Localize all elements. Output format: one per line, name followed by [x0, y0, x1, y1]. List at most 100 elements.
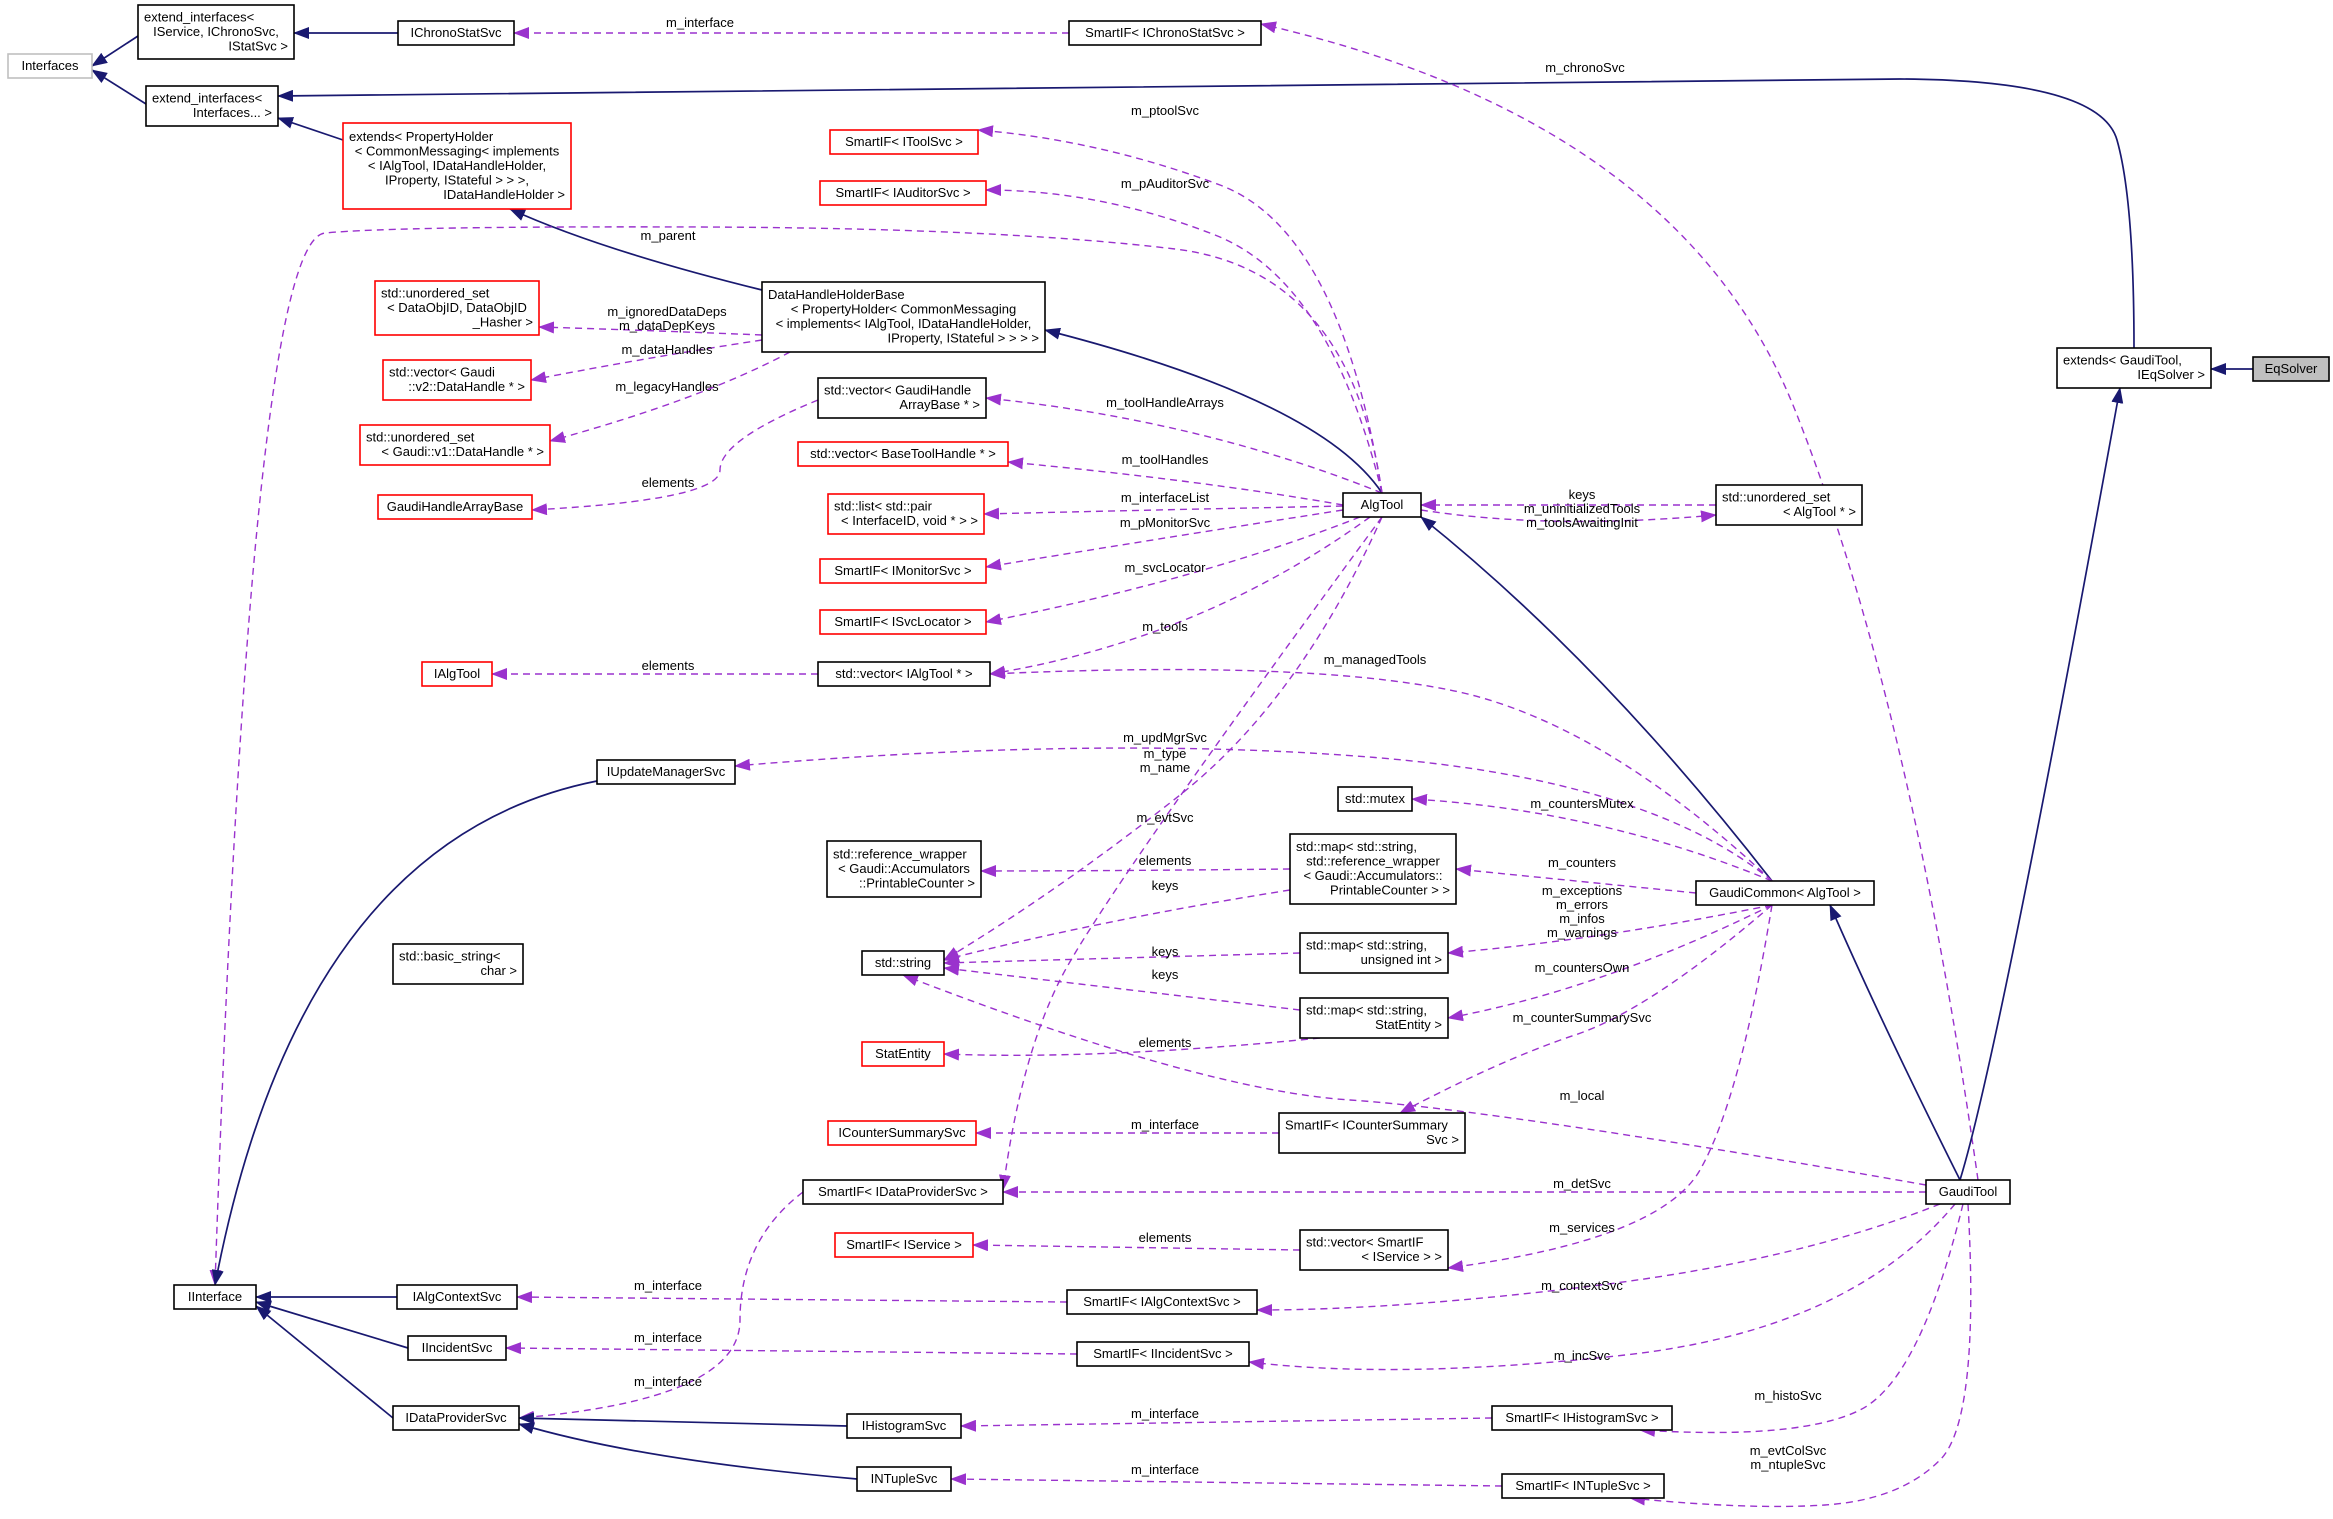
edge-label-m-dataHandles: m_dataHandles [621, 342, 713, 357]
edge-label-m-exceptions: m_exceptions [1542, 883, 1623, 898]
class-node-label: < PropertyHolder< CommonMessaging [791, 302, 1016, 317]
edge-label-m-tools: m_tools [1142, 619, 1188, 634]
class-node-label: < AlgTool * > [1783, 504, 1856, 519]
inheritance-edge-0 [91, 35, 139, 67]
class-node-smartif-imonitor[interactable]: SmartIF< IMonitorSvc > [819, 558, 987, 584]
class-node-ihisto[interactable]: IHistogramSvc [846, 1413, 962, 1439]
edge-label-elements-stat: elements [1139, 1035, 1192, 1050]
class-node-list-pair[interactable]: std::list< std::pair< InterfaceID, void … [827, 493, 985, 535]
class-node-vec-ialgtool[interactable]: std::vector< IAlgTool * > [817, 661, 991, 687]
class-node-map-uint[interactable]: std::map< std::string,unsigned int > [1299, 932, 1449, 974]
edge-label-m-updMgrSvc: m_updMgrSvc [1123, 730, 1207, 745]
class-node-vec-gha[interactable]: std::vector< GaudiHandleArrayBase * > [817, 377, 987, 419]
class-node-vec-datahandle-v2[interactable]: std::vector< Gaudi::v2::DataHandle * > [382, 359, 532, 401]
usage-edge-61 [950, 1473, 1503, 1487]
class-node-basic-string[interactable]: std::basic_string<char > [392, 943, 524, 985]
class-node-label: std::unordered_set [381, 285, 490, 300]
usage-edge-12 [538, 321, 763, 336]
class-node-label: EqSolver [2265, 361, 2318, 376]
class-node-stdstring[interactable]: std::string [861, 950, 945, 976]
inheritance-edge-29 [1829, 904, 1961, 1181]
class-node-refwrapper[interactable]: std::reference_wrapper< Gaudi::Accumulat… [826, 840, 982, 898]
class-node-interfaces[interactable]: Interfaces [7, 53, 93, 79]
class-node-stdmutex[interactable]: std::mutex [1337, 786, 1413, 812]
class-node-smartif-ichrono[interactable]: SmartIF< IChronoStatSvc > [1068, 20, 1262, 46]
class-node-label: char > [481, 963, 518, 978]
class-node-ichronostatsvc[interactable]: IChronoStatSvc [397, 20, 515, 46]
class-node-smartif-iincident[interactable]: SmartIF< IIncidentSvc > [1076, 1341, 1250, 1367]
class-node-label: StatEntity [875, 1046, 931, 1061]
nodes-layer: Interfaces extend_interfaces<IService, IC… [7, 4, 2330, 1499]
class-node-label: SmartIF< IAlgContextSvc > [1083, 1294, 1241, 1309]
class-node-smartif-isvcloc[interactable]: SmartIF< ISvcLocator > [819, 609, 987, 635]
edge-label-keys-algtool: m_toolsAwaitingInit [1526, 515, 1638, 530]
class-node-smartif-itoolsvc[interactable]: SmartIF< IToolSvc > [829, 129, 979, 155]
edge-label-m-exceptions: m_errors [1556, 897, 1609, 912]
class-node-vec-basetoolhandle[interactable]: std::vector< BaseToolHandle * > [797, 441, 1009, 467]
class-node-ext-interfaces[interactable]: extend_interfaces<Interfaces... > [145, 85, 279, 127]
class-node-smartif-icountersum[interactable]: SmartIF< ICounterSummarySvc > [1278, 1112, 1466, 1154]
class-node-iinterface[interactable]: IInterface [173, 1284, 257, 1310]
class-node-smartif-idataprov[interactable]: SmartIF< IDataProviderSvc > [802, 1179, 1004, 1205]
class-node-gaudihandlearraybase[interactable]: GaudiHandleArrayBase [377, 494, 533, 520]
class-node-iupdatemgr[interactable]: IUpdateManagerSvc [596, 759, 736, 785]
inheritance-edge-8 [1044, 327, 1383, 494]
edge-label-m-interface-counter: m_interface [1131, 1117, 1199, 1132]
class-node-label: SmartIF< IChronoStatSvc > [1085, 25, 1245, 40]
class-node-smartif-ihisto[interactable]: SmartIF< IHistogramSvc > [1491, 1405, 1673, 1431]
class-node-eqsolver[interactable]: EqSolver [2252, 356, 2330, 382]
usage-edge-60 [1639, 1203, 1964, 1437]
class-node-label: Svc > [1426, 1132, 1459, 1147]
usage-edge-34 [1411, 793, 1773, 882]
edge-label-m-contextSvc: m_contextSvc [1541, 1278, 1623, 1293]
class-node-algtool[interactable]: AlgTool [1342, 492, 1422, 518]
class-node-smartif-iservice[interactable]: SmartIF< IService > [834, 1232, 974, 1258]
class-node-icountersum[interactable]: ICounterSummarySvc [827, 1120, 977, 1146]
edge-label-m-svcLocator: m_svcLocator [1125, 560, 1207, 575]
class-node-label: Interfaces... > [193, 105, 272, 120]
class-node-label: < implements< IAlgTool, IDataHandleHolde… [776, 316, 1032, 331]
usage-edge-17 [1007, 457, 1344, 506]
edge-label-m-pAuditorSvc: m_pAuditorSvc [1121, 176, 1210, 191]
class-node-label: extend_interfaces< [152, 91, 262, 106]
edge-label-keys-algtool: m_uninitializedTools [1524, 501, 1641, 516]
edge-label-m-type-name: m_type [1144, 746, 1187, 761]
class-node-label: std::string [875, 955, 931, 970]
edge-label-m-exceptions: m_infos [1559, 911, 1605, 926]
class-node-map-ref[interactable]: std::map< std::string,std::reference_wra… [1289, 833, 1457, 905]
usage-edge-11 [209, 226, 1383, 1286]
class-node-uset-algtool[interactable]: std::unordered_set< AlgTool * > [1715, 484, 1863, 526]
inheritance-edge-31 [211, 780, 598, 1286]
class-node-statentity[interactable]: StatEntity [861, 1041, 945, 1067]
class-node-label: std::reference_wrapper [833, 846, 967, 861]
class-node-extends-prop[interactable]: extends< PropertyHolder< CommonMessaging… [342, 122, 572, 210]
class-node-ialgtool[interactable]: IAlgTool [421, 661, 493, 687]
usage-edge-59 [960, 1417, 1493, 1432]
class-node-smartif-ialgcontext[interactable]: SmartIF< IAlgContextSvc > [1066, 1289, 1258, 1315]
class-node-extends-gaudi[interactable]: extends< GaudiTool,IEqSolver > [2056, 347, 2212, 389]
class-node-intuple[interactable]: INTupleSvc [856, 1466, 952, 1492]
usage-edge-39 [943, 952, 1301, 969]
class-node-label: IInterface [188, 1289, 242, 1304]
class-node-iincident[interactable]: IIncidentSvc [407, 1335, 507, 1361]
class-node-label: std::vector< SmartIF [1306, 1235, 1423, 1250]
class-node-dhhb[interactable]: DataHandleHolderBase< PropertyHolder< Co… [761, 281, 1046, 353]
class-node-map-stat[interactable]: std::map< std::string,StatEntity > [1299, 997, 1449, 1039]
class-node-gauditool[interactable]: GaudiTool [1925, 1179, 2011, 1205]
class-node-idataprov[interactable]: IDataProviderSvc [392, 1405, 520, 1431]
usage-edge-14 [549, 351, 791, 443]
class-node-smartif-iauditor[interactable]: SmartIF< IAuditorSvc > [819, 180, 987, 206]
class-node-uset-dataobj[interactable]: std::unordered_set< DataObjID, DataObjID… [374, 280, 540, 336]
edge-label-m-countersMutex: m_countersMutex [1530, 796, 1634, 811]
class-node-ext-ichrono[interactable]: extend_interfaces<IService, IChronoSvc,I… [137, 4, 295, 60]
class-node-label: < DataObjID, DataObjID [387, 300, 527, 315]
class-node-gaudicommon[interactable]: GaudiCommon< AlgTool > [1695, 880, 1875, 906]
class-node-vec-smartif[interactable]: std::vector< SmartIF< IService > > [1299, 1229, 1449, 1271]
class-node-label: extends< GaudiTool, [2063, 353, 2182, 368]
class-node-uset-datahandle-v1[interactable]: std::unordered_set< Gaudi::v1::DataHandl… [359, 424, 551, 466]
class-node-ialgcontext[interactable]: IAlgContextSvc [396, 1284, 518, 1310]
class-node-label: SmartIF< INTupleSvc > [1515, 1478, 1650, 1493]
class-node-label: < IService > > [1361, 1249, 1442, 1264]
class-node-smartif-intuple[interactable]: SmartIF< INTupleSvc > [1501, 1473, 1665, 1499]
